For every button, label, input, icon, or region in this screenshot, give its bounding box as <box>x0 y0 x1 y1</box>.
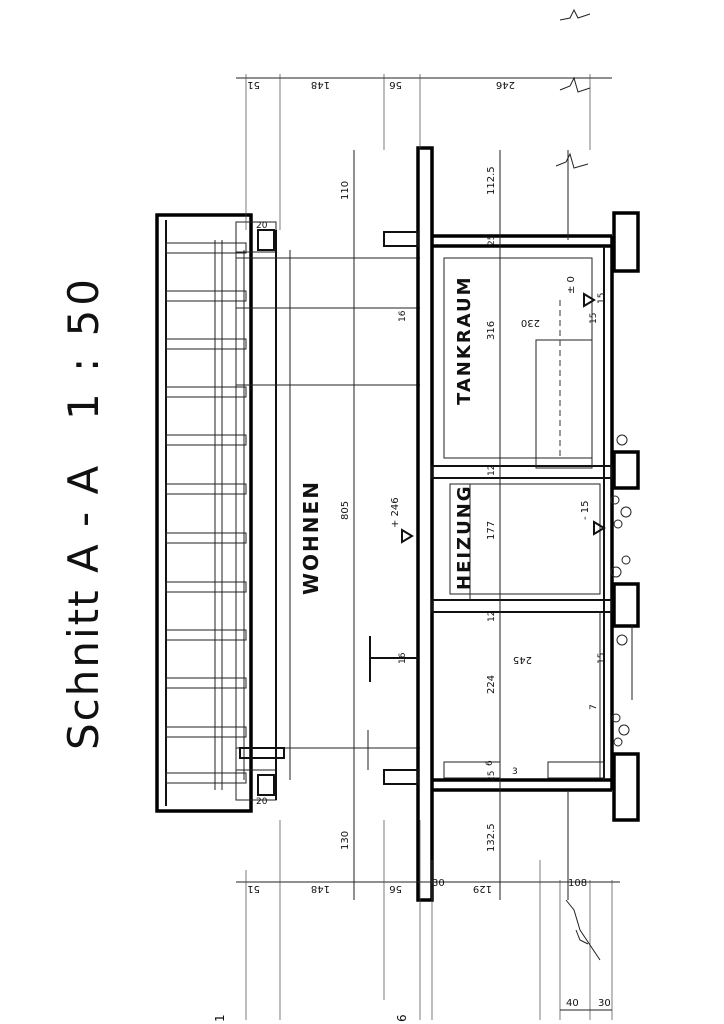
dim-lower-25: 25 <box>487 771 497 782</box>
dim-tank-112.5: 112.5 <box>486 166 497 195</box>
dim-tank-side-15: 15 <box>597 293 607 304</box>
rafter-rungs <box>165 242 247 784</box>
room-labels: WOHNEN TANKRAUM HEIZUNG <box>299 275 475 595</box>
dim-bottom-129: 129 <box>473 883 492 894</box>
dim-top-246: 246 <box>496 79 515 90</box>
living-room <box>236 146 434 902</box>
dim-bottom-108: 108 <box>568 878 587 889</box>
dim-tank-316: 316 <box>486 321 497 340</box>
dim-lower-6: 6 <box>485 760 495 766</box>
dimension-labels: 20 20 110 805 130 16 16 112.5 25 316 12 … <box>256 166 607 852</box>
drawing-scale: 1 : 50 <box>59 275 108 420</box>
bottom-dimension-chain: 51 148 56 30 129 108 40 30 <box>236 820 620 1020</box>
dim-bottom-40: 40 <box>566 998 579 1009</box>
dim-top-56: 56 <box>389 79 402 90</box>
dim-lower-side-15: 15 <box>597 653 607 664</box>
title-group: Schnitt A - A 1 : 50 <box>59 275 108 750</box>
dim-top-51: 51 <box>247 79 260 90</box>
dim-wohnen-16-top: 16 <box>398 310 408 322</box>
roof-structure <box>155 213 277 813</box>
dim-wohnen-805: 805 <box>340 501 351 520</box>
dim-wohnen-110: 110 <box>340 181 351 200</box>
basement <box>431 234 614 792</box>
room-label-wohnen: WOHNEN <box>299 480 323 595</box>
terrain-lines <box>555 8 601 961</box>
room-label-tankraum: TANKRAUM <box>454 275 475 405</box>
dim-heizung-side-15: 15 <box>589 313 599 324</box>
dim-bottom-148: 148 <box>311 883 330 894</box>
dim-bottom-30: 30 <box>432 878 445 889</box>
dim-wohnen-16-bottom: 16 <box>398 652 408 664</box>
margin-mark-1: 1 <box>213 1014 227 1022</box>
level-markers: + 246 ± 0 - 15 <box>390 276 606 544</box>
vertical-dimension-chain <box>353 150 569 900</box>
dim-tank-25: 25 <box>487 235 497 246</box>
foundations <box>610 211 640 822</box>
dim-small-7: 7 <box>589 704 599 710</box>
room-label-heizung: HEIZUNG <box>454 484 475 590</box>
dim-bottom-51: 51 <box>247 883 260 894</box>
dim-heizung-12-top: 12 <box>487 465 497 476</box>
dim-heizung-12-bottom: 12 <box>487 611 497 622</box>
dim-lower-left-20: 20 <box>256 797 268 807</box>
top-dimension-chain: 51 148 56 246 <box>236 74 612 230</box>
dim-wohnen-130: 130 <box>340 831 351 850</box>
dim-lower-224: 224 <box>486 675 497 694</box>
dim-lower-132.5: 132.5 <box>486 823 497 852</box>
dim-tank-230: 230 <box>521 317 540 328</box>
dim-upper-left-20: 20 <box>256 221 268 231</box>
dim-bottom-30b: 30 <box>598 998 611 1009</box>
gravel-fill <box>610 434 632 747</box>
dim-lower-245: 245 <box>513 654 532 665</box>
dim-heizung-177: 177 <box>486 521 497 540</box>
margin-mark-6: 6 <box>395 1014 409 1022</box>
level-heizung: - 15 <box>580 500 591 520</box>
level-tankraum: ± 0 <box>566 276 577 294</box>
dim-bottom-56: 56 <box>389 883 402 894</box>
dim-top-148: 148 <box>311 79 330 90</box>
dim-lower-3: 3 <box>512 767 518 777</box>
level-wohnen: + 246 <box>390 497 401 528</box>
drawing-title: Schnitt A - A <box>59 464 108 750</box>
